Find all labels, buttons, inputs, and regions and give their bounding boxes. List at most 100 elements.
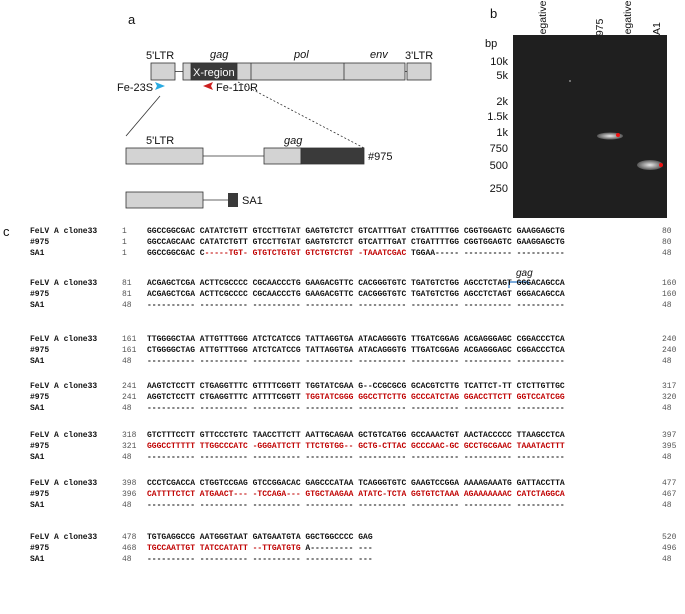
zoom-gag-label: gag [284, 135, 303, 147]
sequence-name: #975 [30, 490, 50, 499]
gel-image [513, 35, 667, 218]
sequence-name: #975 [30, 393, 50, 402]
sequence-text: TGTGAGGCCG AATGGGTAAT GATGAATGTA GGCTGGC… [147, 533, 373, 542]
env-label: env [370, 49, 389, 61]
marker-1-5k: 1.5k [487, 111, 508, 123]
end-position: 160 [662, 290, 677, 299]
zoom-xregion-box [300, 147, 365, 165]
sequence-text: ---------- ---------- ---------- -------… [147, 301, 565, 310]
sequence-name: FeLV A clone33 [30, 279, 98, 288]
ltr3-box [406, 62, 432, 81]
start-position: 48 [122, 555, 132, 564]
sequence-text: CCCTCGACCA CTGGTCCGAG GTCCGGACAC GAGCCCA… [147, 479, 565, 488]
sequence-name: SA1 [30, 453, 45, 462]
start-position: 398 [122, 479, 137, 488]
sa1-xregion-box [228, 193, 238, 207]
primer-f-arrow [155, 82, 165, 90]
start-position: 478 [122, 533, 137, 542]
start-position: 1 [122, 238, 127, 247]
panel-letter-b: b [490, 6, 498, 21]
marker-250: 250 [489, 183, 508, 195]
start-position: 468 [122, 544, 137, 553]
sequence-text: ---------- ---------- ---------- -------… [147, 453, 565, 462]
sequence-text: ACGAGCTCGA ACTTCGCCCC CGCAACCCTG GAAGACG… [147, 290, 565, 299]
zoom-gag-box [263, 147, 302, 165]
sa1-label: SA1 [242, 195, 263, 207]
end-position: 477 [662, 479, 677, 488]
genome-map: 5'LTR gag pol env 3'LTR X-region Fe-23S … [117, 49, 433, 209]
end-position: 240 [662, 346, 677, 355]
sequence-name: SA1 [30, 357, 45, 366]
start-position: 241 [122, 382, 137, 391]
sequence-text: CATTTTCTCT ATGAACT--- -TCCAGA--- GTGCTAA… [147, 490, 565, 499]
start-position: 318 [122, 431, 137, 440]
primer-r-label: Fe-110R [216, 82, 258, 94]
end-position: 520 [662, 533, 677, 542]
gag-label: gag [210, 49, 229, 61]
sequence-name: FeLV A clone33 [30, 431, 98, 440]
sequence-name: #975 [30, 346, 50, 355]
xregion-label: X-region [193, 67, 235, 79]
sequence-name: SA1 [30, 301, 45, 310]
end-position: 48 [662, 404, 672, 413]
clone975-label: #975 [368, 151, 392, 163]
end-position: 48 [662, 501, 672, 510]
sequence-text: TTGGGGCTAA ATTGTTTGGG ATCTCATCCG TATTAGG… [147, 335, 565, 344]
end-position: 48 [662, 249, 672, 258]
marker-750: 750 [489, 143, 508, 155]
sequence-name: #975 [30, 544, 50, 553]
sequence-text: TGCCAATTGT TATCCATATT --TTGATGTG A------… [147, 544, 373, 553]
sequence-name: FeLV A clone33 [30, 479, 98, 488]
start-position: 161 [122, 346, 137, 355]
end-position: 240 [662, 335, 677, 344]
end-position: 48 [662, 453, 672, 462]
sequence-text: ---------- ---------- ---------- -------… [147, 357, 565, 366]
start-position: 48 [122, 301, 132, 310]
sequence-text: GGGCCTTTTT TTGGCCCATC -GGGATTCTT TTCTGTG… [147, 442, 565, 451]
sequence-name: #975 [30, 290, 50, 299]
start-position: 1 [122, 227, 127, 236]
sequence-name: FeLV A clone33 [30, 227, 98, 236]
start-position: 48 [122, 357, 132, 366]
marker-1k: 1k [496, 127, 508, 139]
start-position: 396 [122, 490, 137, 499]
sequence-text: ACGAGCTCGA ACTTCGCCCC CGCAACCCTG GAAGACG… [147, 279, 565, 288]
sa1-ltr-box [125, 191, 204, 209]
sequence-name: FeLV A clone33 [30, 335, 98, 344]
start-position: 48 [122, 453, 132, 462]
end-position: 496 [662, 544, 677, 553]
primer-f-label: Fe-23S [117, 82, 153, 94]
sequence-text: ---------- ---------- ---------- -------… [147, 501, 565, 510]
start-position: 321 [122, 442, 137, 451]
sequence-text: AGGTCTCCTT CTGAGGTTTC ATTTTCGGTT TGGTATC… [147, 393, 565, 402]
pol-label: pol [293, 49, 309, 61]
gel-unit-label: bp [485, 38, 498, 50]
start-position: 241 [122, 393, 137, 402]
sequence-text: GGCCAGCAAC CATATCTGTT GTCCTTGTAT GAGTGTC… [147, 238, 565, 247]
panel-letter-a: a [128, 12, 136, 27]
zoom-ltr5-label: 5'LTR [146, 135, 174, 147]
end-position: 48 [662, 357, 672, 366]
sequence-text: GGCCGGCGAC C-----TGT- GTGTCTGTGT GTCTGTC… [147, 249, 565, 258]
zoom-ltr5-box [125, 147, 204, 165]
end-position: 320 [662, 393, 677, 402]
ltr5-box [150, 62, 176, 81]
start-position: 48 [122, 404, 132, 413]
sequence-name: #975 [30, 442, 50, 451]
end-position: 397 [662, 431, 677, 440]
gel-band-sa1 [637, 160, 663, 170]
sequence-name: SA1 [30, 249, 45, 258]
start-position: 1 [122, 249, 127, 258]
sequence-text: AAGTCTCCTT CTGAGGTTTC GTTTTCGGTT TGGTATC… [147, 382, 565, 391]
end-position: 48 [662, 555, 672, 564]
xregion-box [190, 62, 238, 81]
marker-500: 500 [489, 160, 508, 172]
sequence-text: ---------- ---------- ---------- -------… [147, 404, 565, 413]
start-position: 161 [122, 335, 137, 344]
start-position: 81 [122, 290, 132, 299]
start-position: 81 [122, 279, 132, 288]
sequence-name: SA1 [30, 404, 45, 413]
ltr3-label: 3'LTR [405, 50, 433, 62]
sequence-text: CTGGGGCTAG ATTGTTTGGG ATCTCATCCG TATTAGG… [147, 346, 565, 355]
sequence-name: #975 [30, 238, 50, 247]
